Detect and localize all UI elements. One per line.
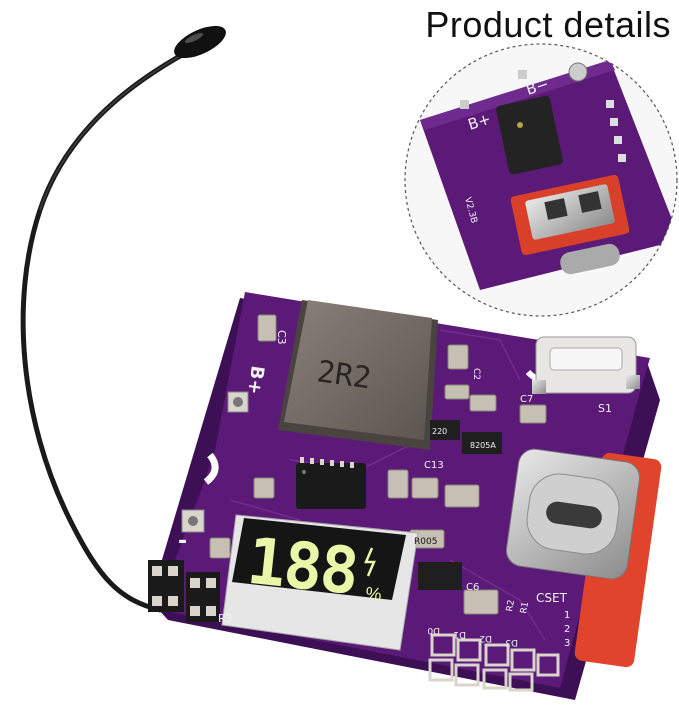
inductor: 2R2 — [278, 300, 438, 450]
display-percent: % — [365, 583, 383, 605]
silk-c3: C3 — [275, 330, 288, 345]
silk-220: 220 — [432, 427, 447, 436]
silk-1: 1 — [564, 610, 570, 621]
silk-d1: D1 — [453, 629, 466, 639]
led-display: 188 % — [221, 514, 419, 651]
silk-r1: R1 — [519, 601, 531, 615]
silk-cset: CSET — [536, 591, 568, 605]
silk-ic-marking: 8205A — [470, 441, 496, 450]
silk-3: 3 — [564, 638, 570, 649]
smd-components — [209, 314, 547, 615]
silk-d3: D3 — [505, 637, 518, 647]
silk-c7: C7 — [520, 394, 533, 405]
inductor-marking: 2R2 — [315, 354, 374, 396]
usb-c-connector — [505, 448, 662, 668]
silk-b-plus: B+ — [243, 364, 268, 395]
pcb-board: 2 R2 — [148, 292, 662, 700]
silk-s1: S1 — [598, 402, 612, 415]
led-pads — [428, 633, 560, 692]
lightning-icon — [364, 547, 376, 577]
silk-r3: R3 — [218, 612, 233, 625]
silk-minus: - — [178, 529, 187, 554]
display-digits: 188 — [244, 525, 361, 610]
silk-c6: C6 — [466, 582, 479, 593]
controller-chip-icon — [296, 463, 366, 509]
silk-r2: R2 — [505, 599, 517, 613]
silk-d2: D2 — [479, 633, 492, 643]
inset-closeup: B+ B− V2.3B — [404, 43, 678, 317]
silk-c2: C2 — [471, 368, 481, 380]
silk-2: 2 — [564, 624, 570, 635]
thermistor-wire — [20, 25, 226, 613]
page-title: Product details — [425, 4, 671, 45]
thermistor-bead-icon — [174, 25, 226, 59]
tactile-switch-s1 — [532, 336, 640, 394]
silk-r005: R005 — [414, 537, 437, 547]
silk-c13: C13 — [424, 460, 444, 471]
silk-d0: D0 — [427, 625, 440, 635]
